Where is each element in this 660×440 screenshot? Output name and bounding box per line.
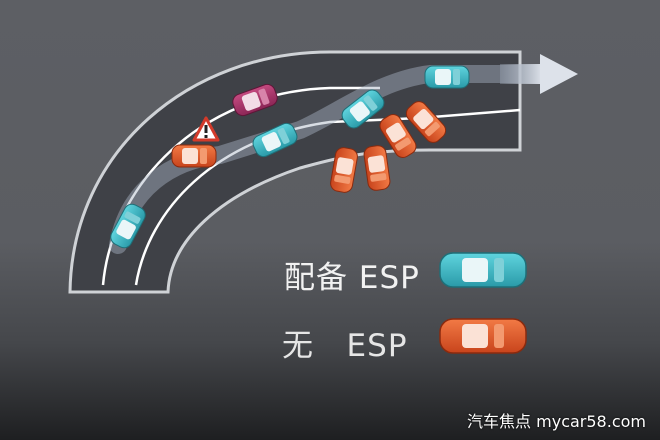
legend-with-esp: 配备 ESP: [284, 252, 420, 297]
legend-esp-car: [439, 252, 527, 288]
no-esp-car: [171, 144, 217, 168]
warning-triangle-icon: [192, 116, 220, 142]
legend-without-esp: 无 ESP: [282, 320, 408, 365]
watermark: 汽车焦点 mycar58.com: [467, 412, 646, 431]
legend-with-esp-label: 配备 ESP: [284, 260, 420, 296]
direction-arrow-icon: [500, 54, 578, 94]
lane-line: [134, 108, 521, 286]
legend-without-esp-label: 无 ESP: [282, 328, 408, 364]
esp-path: [109, 65, 544, 254]
esp-car: [424, 65, 470, 89]
legend-no-esp-car: [439, 318, 527, 354]
